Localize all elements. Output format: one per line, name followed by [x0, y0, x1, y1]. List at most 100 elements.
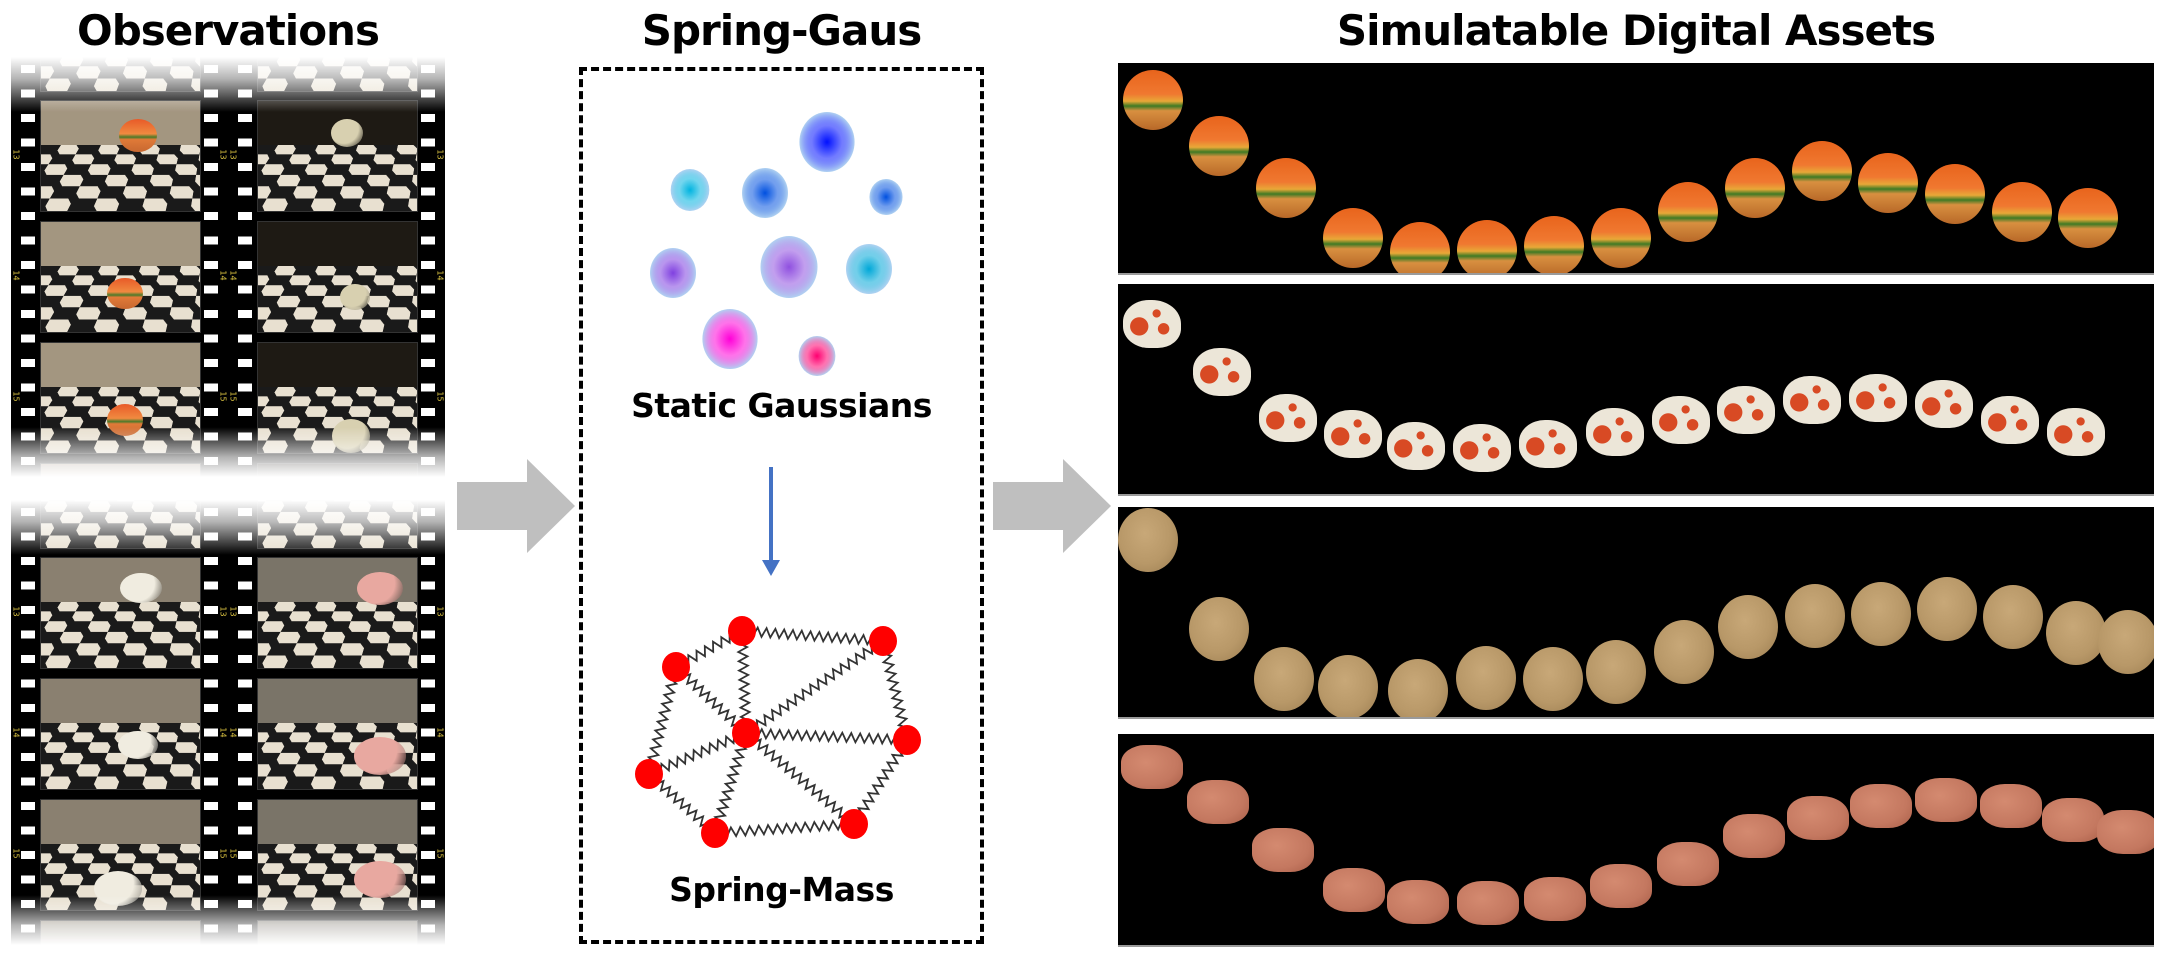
asset-frame-cow	[1783, 376, 1841, 424]
frame-number: 14	[11, 727, 21, 738]
asset-frame-bun	[1654, 620, 1714, 684]
asset-frame-burger	[2058, 188, 2118, 248]
observation-frame	[257, 557, 418, 669]
asset-frame-cow	[1123, 300, 1181, 348]
frame-number: 13	[435, 606, 445, 617]
asset-frame-burger	[1925, 164, 1985, 224]
frame-number: 15	[228, 848, 238, 859]
frame-number: 15	[435, 391, 445, 402]
asset-frame-bun	[1456, 646, 1516, 710]
sprocket-holes	[421, 500, 435, 945]
asset-panel-burger	[1118, 63, 2154, 275]
object-bun	[339, 283, 370, 311]
observation-frame	[257, 221, 418, 333]
asset-frame-burger	[1591, 208, 1651, 268]
object-cow	[119, 573, 162, 604]
asset-frame-cow	[1259, 394, 1317, 442]
asset-frame-cow	[1652, 396, 1710, 444]
asset-frame-burger	[1323, 208, 1383, 268]
fade-overlay	[11, 427, 445, 477]
asset-frame-burger	[1457, 220, 1517, 273]
frame-number: 15	[228, 391, 238, 402]
frame-number: 13	[218, 149, 228, 160]
asset-frame-bun	[1917, 577, 1977, 641]
frame-number: 14	[11, 270, 21, 281]
fade-overlay	[11, 500, 445, 555]
asset-frame-pig	[2097, 810, 2154, 854]
observation-frame	[257, 678, 418, 790]
asset-frame-burger	[1390, 222, 1450, 273]
asset-frame-cow	[1453, 424, 1511, 472]
asset-frame-burger	[1658, 182, 1718, 242]
observation-frame	[257, 100, 418, 212]
object-cow	[117, 730, 158, 760]
asset-frame-burger	[1524, 216, 1584, 273]
asset-frame-bun	[1254, 647, 1314, 711]
asset-frame-burger	[1256, 158, 1316, 218]
asset-frame-bun	[2046, 601, 2106, 665]
asset-frame-pig	[2042, 798, 2104, 842]
object-pig	[354, 860, 407, 899]
frame-number: 13	[218, 606, 228, 617]
asset-frame-cow	[1915, 380, 1973, 428]
asset-frame-bun	[1983, 585, 2043, 649]
asset-frame-pig	[1850, 784, 1912, 828]
frame-number: 13	[11, 149, 21, 160]
object-pig	[357, 571, 404, 605]
method-title: Spring-Gaus	[641, 6, 923, 55]
frame-number: 15	[435, 848, 445, 859]
sprocket-holes	[204, 57, 218, 477]
sprocket-holes	[238, 500, 252, 945]
asset-frame-pig	[1252, 828, 1314, 872]
sprocket-holes	[21, 57, 35, 477]
asset-frame-burger	[1792, 141, 1852, 201]
asset-frame-cow	[2047, 408, 2105, 456]
asset-frame-pig	[1723, 814, 1785, 858]
sprocket-holes	[238, 57, 252, 477]
observation-frame	[257, 799, 418, 911]
asset-panel-cow	[1118, 284, 2154, 496]
asset-frame-pig	[1590, 864, 1652, 908]
frame-number: 14	[435, 270, 445, 281]
fade-overlay	[11, 57, 445, 112]
asset-frame-bun	[1785, 584, 1845, 648]
frame-number: 14	[218, 727, 228, 738]
asset-frame-burger	[1725, 158, 1785, 218]
object-burger	[118, 118, 157, 153]
static-gaussians-label: Static Gaussians	[631, 386, 932, 425]
asset-frame-pig	[1121, 745, 1183, 789]
asset-frame-pig	[1524, 877, 1586, 921]
frame-number: 14	[228, 270, 238, 281]
frame-number: 15	[218, 391, 228, 402]
asset-frame-cow	[1387, 422, 1445, 470]
sprocket-holes	[421, 57, 435, 477]
asset-frame-bun	[1189, 597, 1249, 661]
asset-frame-cow	[1981, 396, 2039, 444]
asset-frame-bun	[1388, 659, 1448, 717]
asset-frame-bun	[1318, 655, 1378, 717]
asset-frame-pig	[1323, 868, 1385, 912]
asset-frame-cow	[1586, 408, 1644, 456]
frame-number: 14	[435, 727, 445, 738]
frame-number: 13	[435, 149, 445, 160]
observations-title: Observations	[77, 6, 380, 55]
frame-number: 13	[228, 606, 238, 617]
asset-frame-cow	[1849, 374, 1907, 422]
asset-frame-bun	[1718, 595, 1778, 659]
asset-frame-burger	[1858, 153, 1918, 213]
sprocket-holes	[21, 500, 35, 945]
asset-frame-burger	[1189, 116, 1249, 176]
asset-frame-pig	[1387, 880, 1449, 924]
asset-frame-bun	[1118, 508, 1178, 572]
asset-frame-bun	[1851, 582, 1911, 646]
asset-frame-burger	[1992, 182, 2052, 242]
frame-number: 13	[11, 606, 21, 617]
asset-frame-burger	[1123, 70, 1183, 130]
asset-frame-cow	[1519, 420, 1577, 468]
method-box	[579, 67, 984, 944]
